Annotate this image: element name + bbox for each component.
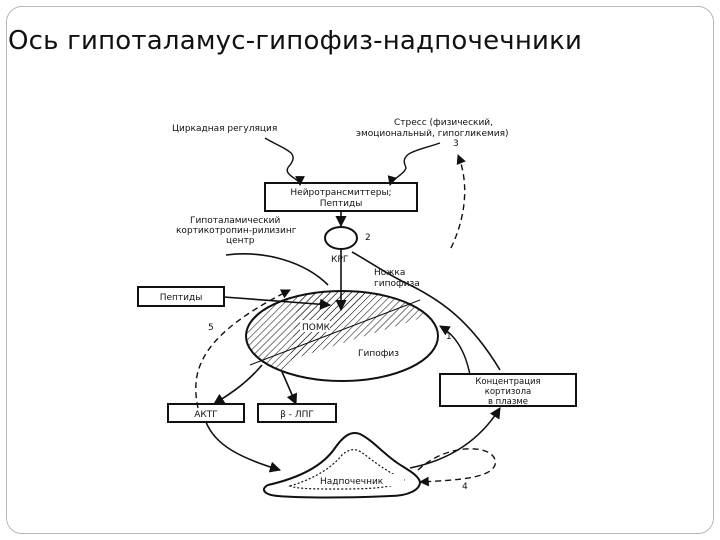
circadian-label: Циркадная регуляция bbox=[172, 124, 277, 134]
feedback-5-arrow bbox=[195, 289, 291, 409]
feedback-4-loop bbox=[417, 448, 496, 487]
number-2: 2 bbox=[365, 233, 371, 243]
cortisol-label-line1: Концентрация bbox=[475, 377, 540, 387]
actg-to-adrenal-arrow bbox=[205, 421, 282, 473]
stalk-label-line1: Ножка bbox=[374, 268, 405, 278]
number-3: 3 bbox=[453, 139, 459, 149]
pomk-hatched-area-2 bbox=[290, 291, 438, 360]
pomk-label-bg bbox=[300, 320, 330, 332]
adrenal-label: Надпочечник bbox=[320, 477, 384, 487]
hypothalamic-label-line3: центр bbox=[226, 236, 255, 246]
blpg-label: β - ЛПГ bbox=[280, 410, 314, 420]
stalk-left-curve bbox=[225, 253, 329, 286]
pituitary-label: Гипофиз bbox=[358, 349, 399, 359]
neurotransmitters-label-line1: Нейротрансмиттеры; bbox=[290, 188, 391, 198]
cortisol-label-line2: кортизола bbox=[485, 387, 532, 397]
slide-title: Ось гипоталамус-гипофиз-надпочечники bbox=[8, 26, 583, 56]
feedback-1-arrow bbox=[439, 325, 471, 376]
cortisol-box bbox=[439, 373, 577, 407]
stress-label-line1: Стресс (физический, bbox=[394, 118, 493, 128]
hypothalamic-center-circle bbox=[324, 226, 358, 250]
number-1: 1 bbox=[446, 332, 452, 342]
adrenal-label-bg bbox=[318, 474, 404, 486]
krg-label: КРГ bbox=[331, 255, 348, 265]
hypothalamic-label-line1: Гипоталамический bbox=[190, 216, 280, 226]
stalk-label-line2: гипофиза bbox=[374, 279, 420, 289]
number-5: 5 bbox=[208, 323, 214, 333]
adrenal-outer bbox=[262, 432, 422, 499]
peptides-label: Пептиды bbox=[160, 293, 203, 303]
pituitary-divider bbox=[249, 299, 421, 366]
circadian-arrow bbox=[264, 137, 305, 186]
actg-label: АКТГ bbox=[194, 410, 218, 420]
blpg-box bbox=[257, 403, 337, 423]
pituitary-to-actg-arrow bbox=[213, 364, 263, 405]
pomk-label: ПОМК bbox=[302, 323, 331, 333]
adrenal-to-cortisol-arrow bbox=[409, 407, 501, 469]
pituitary-to-blpg-arrow bbox=[281, 371, 298, 406]
slide-frame bbox=[6, 6, 714, 534]
adrenal-inner bbox=[288, 449, 406, 490]
hypothalamic-label-line2: кортикотропин-рилизинг bbox=[176, 226, 297, 236]
pituitary-ellipse bbox=[245, 290, 439, 382]
feedback-3-arrow bbox=[449, 154, 466, 251]
peptides-box bbox=[137, 286, 225, 307]
neurotransmitters-label-line2: Пептиды bbox=[320, 199, 363, 209]
stress-label-line2: эмоциональный, гипогликемия) bbox=[356, 129, 509, 139]
cortisol-label-line3: в плазме bbox=[488, 397, 528, 407]
stress-arrow bbox=[387, 142, 441, 186]
number-4: 4 bbox=[462, 482, 468, 492]
stalk-right-curve bbox=[351, 251, 501, 371]
